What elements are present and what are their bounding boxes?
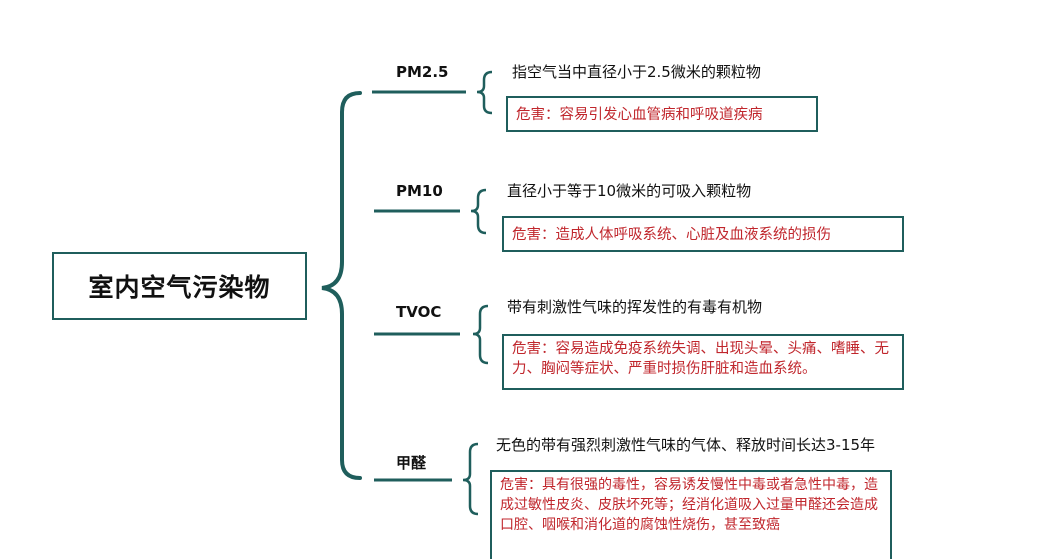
root-node: 室内空气污染物 [52, 252, 307, 320]
branch-description-pm10: 直径小于等于10微米的可吸入颗粒物 [507, 182, 752, 200]
harm-text-pm25: 危害：容易引发心血管病和呼吸道疾病 [516, 107, 763, 123]
harm-text-pm10: 危害：造成人体呼吸系统、心脏及血液系统的损伤 [512, 227, 831, 243]
branch-label-pm10: PM10 [396, 182, 443, 200]
harm-text-tvoc: 危害：容易造成免疫系统失调、出现头晕、头痛、嗜睡、无力、胸闷等症状、严重时损伤肝… [512, 341, 889, 377]
sub-brace-pm25 [476, 70, 493, 115]
harm-box-formaldehyde: 危害：具有很强的毒性，容易诱发慢性中毒或者急性中毒，造成过敏性皮炎、皮肤坏死等；… [490, 470, 892, 559]
root-title: 室内空气污染物 [88, 273, 271, 302]
harm-box-tvoc: 危害：容易造成免疫系统失调、出现头晕、头痛、嗜睡、无力、胸闷等症状、严重时损伤肝… [502, 334, 904, 390]
sub-brace-tvoc [472, 304, 489, 365]
main-brace [321, 91, 362, 480]
branch-label-pm25: PM2.5 [396, 63, 449, 81]
harm-text-formaldehyde: 危害：具有很强的毒性，容易诱发慢性中毒或者急性中毒，造成过敏性皮炎、皮肤坏死等；… [500, 477, 878, 533]
branch-description-formaldehyde: 无色的带有强烈刺激性气味的气体、释放时间长达3-15年 [496, 436, 876, 454]
branch-description-tvoc: 带有刺激性气味的挥发性的有毒有机物 [507, 298, 763, 316]
sub-brace-pm10 [470, 188, 487, 235]
harm-box-pm10: 危害：造成人体呼吸系统、心脏及血液系统的损伤 [502, 216, 904, 252]
branch-label-formaldehyde: 甲醛 [396, 454, 427, 472]
branch-description-pm25: 指空气当中直径小于2.5微米的颗粒物 [512, 63, 761, 81]
branch-label-tvoc: TVOC [396, 303, 442, 321]
sub-brace-formaldehyde [462, 442, 479, 516]
harm-box-pm25: 危害：容易引发心血管病和呼吸道疾病 [506, 96, 818, 132]
